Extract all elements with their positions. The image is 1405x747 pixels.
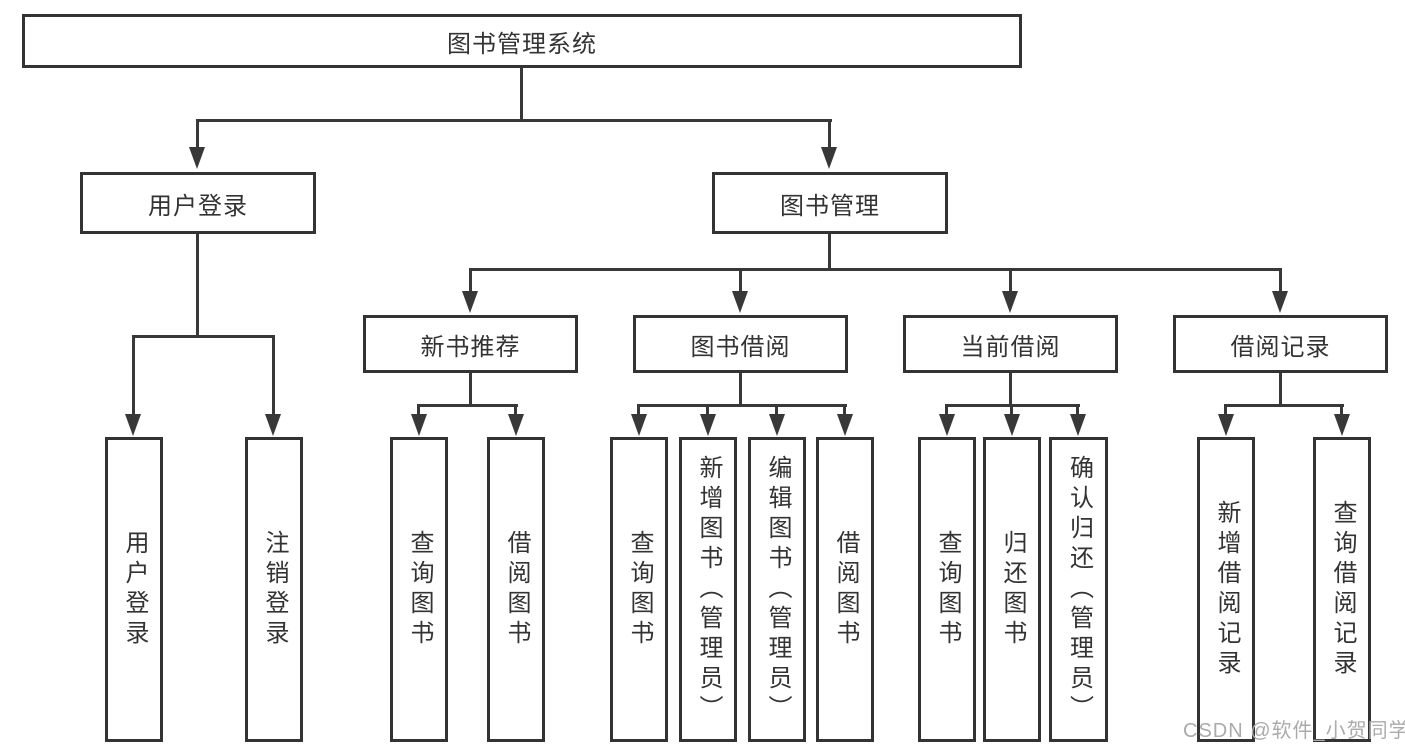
leaf-label: 查询图书 (406, 529, 433, 650)
node-label: 图书借阅 (690, 333, 791, 361)
arrowhead-icon (1004, 414, 1020, 436)
node-book-management: 图书管理 (712, 172, 948, 234)
edge-stem (828, 121, 831, 149)
leaf-current-query-books: 查询图书 (918, 437, 976, 742)
node-borrowing-records: 借阅记录 (1173, 315, 1388, 373)
leaf-user-login: 用户登录 (105, 437, 163, 742)
node-label: 图书管理系统 (447, 30, 597, 58)
leaf-records-add-record: 新增借阅记录 (1197, 437, 1255, 742)
edge-stem (417, 406, 420, 416)
leaf-label: 新增图书（管理员） (695, 454, 722, 725)
edge-stem (739, 373, 742, 406)
leaf-borrow-query-books: 查询图书 (610, 437, 668, 742)
leaf-borrow-edit-books-admin: 编辑图书（管理员） (748, 437, 806, 742)
edge-stem (196, 234, 199, 337)
arrowhead-icon (821, 147, 837, 169)
arrowhead-icon (411, 414, 427, 436)
leaf-label: 查询图书 (626, 529, 653, 650)
arrowhead-icon (508, 414, 524, 436)
leaf-recommend-borrow-books: 借阅图书 (487, 437, 545, 742)
leaf-label: 借阅图书 (832, 529, 859, 650)
node-book-borrowing: 图书借阅 (633, 315, 848, 373)
edge-stem (1340, 406, 1343, 416)
edge-stem (469, 373, 472, 406)
node-label: 当前借阅 (960, 333, 1061, 361)
leaf-recommend-query-books: 查询图书 (390, 437, 448, 742)
arrowhead-icon (189, 147, 205, 169)
leaf-label: 新增借阅记录 (1213, 499, 1240, 680)
arrowhead-icon (939, 414, 955, 436)
node-user-login: 用户登录 (80, 172, 316, 234)
leaf-label: 用户登录 (121, 529, 148, 650)
leaf-borrow-add-books-admin: 新增图书（管理员） (679, 437, 737, 742)
arrowhead-icon (1070, 414, 1086, 436)
node-label: 借阅记录 (1230, 333, 1331, 361)
edge-stem (739, 270, 742, 292)
leaf-label: 注销登录 (261, 529, 288, 650)
node-label: 用户登录 (148, 192, 248, 220)
leaf-label: 借阅图书 (503, 529, 530, 650)
edge-branch (132, 335, 275, 338)
edge-root-branch (196, 119, 832, 122)
edge-stem (196, 121, 199, 149)
edge-stem (1224, 406, 1227, 416)
edge-stem (637, 406, 640, 416)
arrowhead-icon (631, 414, 647, 436)
node-current-borrowing: 当前借阅 (903, 315, 1118, 373)
edge-stem (828, 234, 831, 270)
arrowhead-icon (732, 291, 748, 313)
arrowhead-icon (462, 291, 478, 313)
arrowhead-icon (1272, 291, 1288, 313)
edge-branch (637, 404, 847, 407)
arrowhead-icon (1002, 291, 1018, 313)
leaf-label: 确认归还（管理员） (1065, 454, 1093, 725)
edge-stem (514, 406, 517, 416)
edge-stem (843, 406, 846, 416)
edge-stem (1279, 373, 1282, 406)
node-label: 图书管理 (780, 192, 880, 220)
csdn-watermark: CSDN @软件_小贺同学 (1183, 720, 1405, 742)
edge-stem (1009, 270, 1012, 292)
edge-branch (1224, 404, 1344, 407)
arrowhead-icon (700, 414, 716, 436)
leaf-label: 查询图书 (934, 529, 961, 650)
edge-stem (1010, 406, 1013, 416)
leaf-current-return-books: 归还图书 (983, 437, 1041, 742)
leaf-borrow-borrow-books: 借阅图书 (816, 437, 874, 742)
edge-branch (469, 268, 1282, 271)
edge-stem (132, 337, 135, 415)
arrowhead-icon (1218, 414, 1234, 436)
node-library-management-system: 图书管理系统 (22, 14, 1022, 68)
edge-root-stem (520, 68, 523, 121)
edge-stem (272, 337, 275, 415)
edge-stem (1076, 406, 1079, 416)
leaf-records-query-record: 查询借阅记录 (1313, 437, 1371, 742)
arrowhead-icon (265, 414, 281, 436)
leaf-label: 编辑图书（管理员） (764, 454, 791, 725)
edge-stem (775, 406, 778, 416)
edge-stem (945, 406, 948, 416)
arrowhead-icon (837, 414, 853, 436)
node-label: 新书推荐 (420, 333, 521, 361)
arrowhead-icon (1334, 414, 1350, 436)
leaf-logout: 注销登录 (245, 437, 303, 742)
leaf-label: 查询借阅记录 (1329, 499, 1356, 680)
edge-stem (469, 270, 472, 292)
edge-branch (417, 404, 518, 407)
arrowhead-icon (125, 414, 141, 436)
node-new-book-recommendation: 新书推荐 (363, 315, 578, 373)
leaf-label: 归还图书 (999, 529, 1026, 650)
edge-stem (706, 406, 709, 416)
arrowhead-icon (769, 414, 785, 436)
leaf-current-confirm-return-admin: 确认归还（管理员） (1049, 437, 1108, 742)
edge-branch (945, 404, 1080, 407)
edge-stem (1279, 270, 1282, 292)
edge-stem (1009, 373, 1012, 406)
